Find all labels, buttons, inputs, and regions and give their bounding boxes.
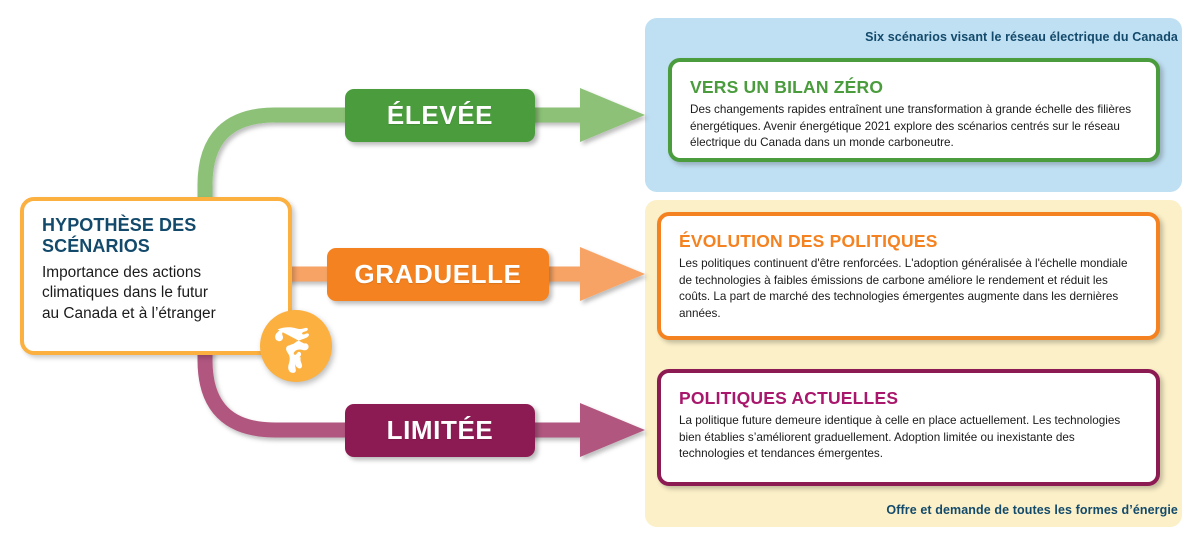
card-purple-title: POLITIQUES ACTUELLES bbox=[679, 388, 899, 408]
pill-eleve[interactable]: ÉLEVÉE bbox=[345, 89, 535, 142]
globe-americas-icon bbox=[260, 310, 332, 382]
pill-limitee[interactable]: LIMITÉE bbox=[345, 404, 535, 457]
pill-eleve-label: ÉLEVÉE bbox=[386, 100, 494, 130]
card-politiques-actuelles: POLITIQUES ACTUELLES La politique future… bbox=[657, 369, 1160, 486]
caption-energy-supply-demand: Offre et demande de toutes les formes d’… bbox=[886, 503, 1178, 517]
card-green-title: VERS UN BILAN ZÉRO bbox=[690, 77, 884, 97]
page-title: HYPOTHÈSE DES SCÉNARIOS bbox=[42, 215, 197, 256]
card-orange-body: Les politiques continuent d'être renforc… bbox=[679, 257, 1128, 321]
pill-graduelle-label: GRADUELLE bbox=[354, 259, 522, 289]
assumption-description: Importance des actions climatiques dans … bbox=[42, 263, 216, 322]
card-evolution-des-politiques: ÉVOLUTION DES POLITIQUES Les politiques … bbox=[657, 212, 1160, 340]
card-green-body: Des changements rapides entraînent une t… bbox=[690, 103, 1132, 150]
pill-limitee-label: LIMITÉE bbox=[386, 415, 494, 445]
card-orange-title: ÉVOLUTION DES POLITIQUES bbox=[679, 231, 938, 251]
scenario-assumption-panel: HYPOTHÈSE DES SCÉNARIOS Importance des a… bbox=[20, 197, 292, 355]
card-vers-un-bilan-zero: VERS UN BILAN ZÉRO Des changements rapid… bbox=[668, 58, 1160, 162]
pill-graduelle[interactable]: GRADUELLE bbox=[327, 248, 549, 301]
caption-electricity-scenarios: Six scénarios visant le réseau électriqu… bbox=[865, 30, 1178, 44]
card-purple-body: La politique future demeure identique à … bbox=[679, 414, 1121, 461]
